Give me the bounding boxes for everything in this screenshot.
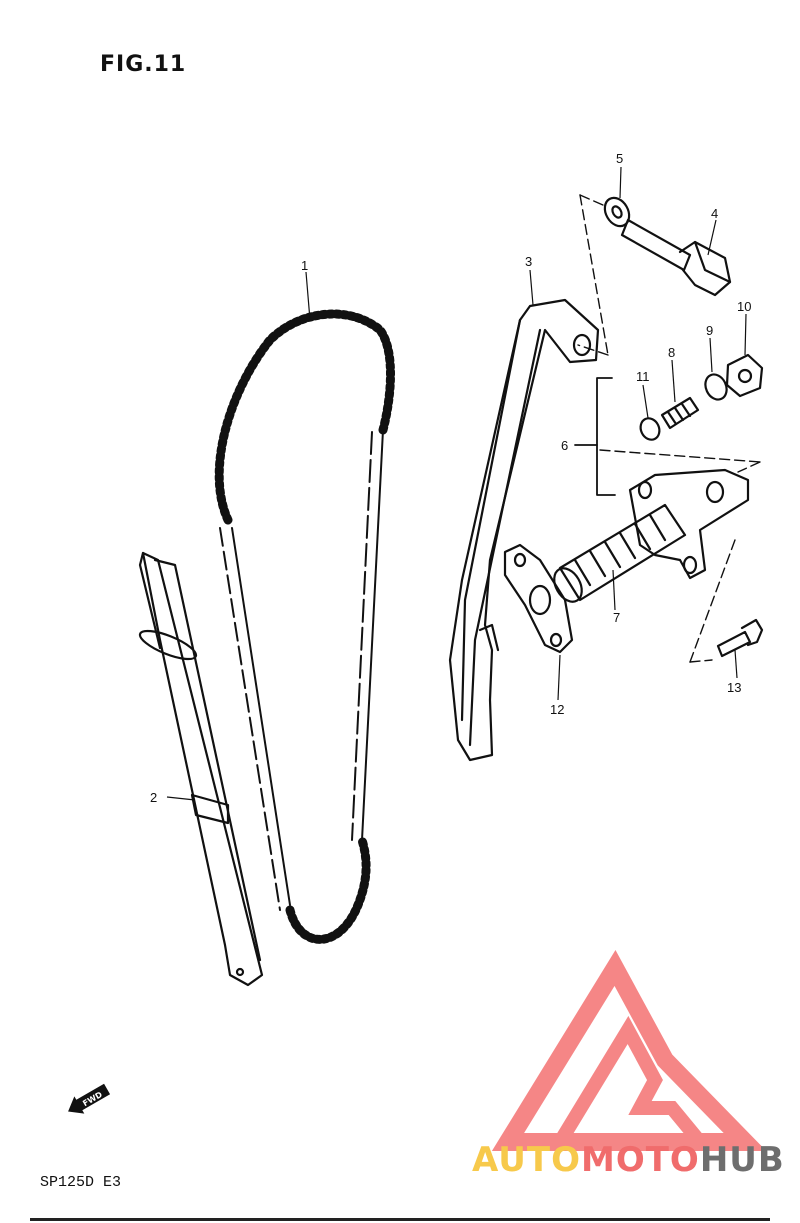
part-label-5: 5 [616, 151, 623, 166]
gasket-drawing [503, 543, 574, 654]
part-label-9: 9 [706, 323, 713, 338]
fwd-arrow-icon: FWD [68, 1083, 111, 1114]
o-ring-drawing [639, 417, 661, 441]
watermark-part-moto: MOTO [580, 1140, 700, 1180]
part-label-12: 12 [550, 702, 564, 717]
part-label-13: 13 [727, 680, 741, 695]
watermark-text: AUTOMOTOHUB [472, 1140, 785, 1180]
figure-title: FIG.11 [100, 52, 187, 77]
part-label-6: 6 [561, 438, 568, 453]
part-label-2: 2 [150, 790, 157, 805]
part-label-8: 8 [668, 345, 675, 360]
chain-guide-front-drawing [138, 551, 264, 987]
stud-bolt-drawing [660, 396, 700, 430]
tensioner-adjuster-drawing [553, 468, 750, 603]
part-label-11: 11 [636, 369, 650, 384]
cam-chain-drawing [214, 309, 395, 944]
part-label-7: 7 [613, 610, 620, 625]
nut-drawing [725, 353, 764, 398]
model-code: SP125D E3 [40, 1174, 122, 1191]
part-label-3: 3 [525, 254, 532, 269]
part-label-10: 10 [737, 299, 751, 314]
part-label-1: 1 [301, 258, 308, 273]
part-label-4: 4 [711, 206, 718, 221]
washer-9-drawing [704, 373, 728, 401]
watermark-part-auto: AUTO [472, 1140, 581, 1180]
bottom-rule [30, 1218, 770, 1221]
automotohub-logo-icon [491, 950, 767, 1151]
mount-bolt-drawing [716, 618, 764, 658]
guide-bolt-drawing [620, 218, 732, 297]
chain-tensioner-guide-drawing [448, 298, 600, 762]
washer-5-drawing [603, 196, 631, 228]
watermark-part-hub: HUB [699, 1140, 785, 1180]
